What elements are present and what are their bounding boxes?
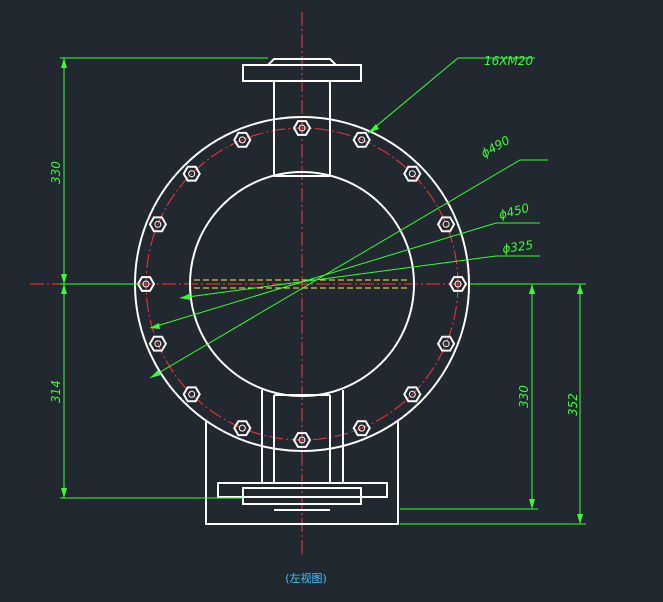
bolt-spec-label: 16XM20	[484, 54, 533, 68]
dia450-leader	[149, 222, 540, 329]
bolt-icon	[182, 386, 201, 403]
bolt-hole	[358, 136, 366, 144]
bolt-hole	[154, 340, 162, 348]
bolt-circle-centerline	[145, 127, 459, 441]
bolt-hex	[403, 165, 422, 182]
bolt-icon	[403, 165, 422, 182]
bolt-hex	[292, 432, 312, 448]
bolt-hex	[233, 420, 252, 437]
bolt-hex	[403, 386, 422, 403]
bolt-icon	[403, 386, 422, 403]
height-top-label: 330	[49, 161, 63, 184]
bolt-icon	[233, 420, 252, 437]
bolt-hex	[436, 335, 456, 352]
bolt-hole	[188, 170, 196, 178]
bolt-hole	[298, 436, 306, 444]
height-right-inner-label: 330	[517, 385, 531, 408]
bolt-group	[136, 120, 468, 448]
dia490-label: ϕ490	[479, 133, 513, 161]
bolt-icon	[292, 432, 312, 448]
support-frame	[205, 420, 399, 525]
valve-body	[134, 58, 470, 525]
bolt-hex	[233, 131, 252, 148]
bolt-hex	[448, 276, 468, 292]
bolt-icon	[352, 131, 371, 148]
bolt-icon	[352, 420, 371, 437]
bolt-hole	[188, 390, 196, 398]
dia490-leader	[149, 159, 548, 379]
height-bottom-left-label: 314	[49, 380, 63, 403]
bolt-hole	[358, 424, 366, 432]
dia325-leader	[179, 255, 540, 299]
top-flange	[242, 64, 362, 82]
bolt-hex	[182, 165, 201, 182]
bolt-icon	[233, 131, 252, 148]
bolt-hole	[298, 124, 306, 132]
bolt-hex	[292, 120, 312, 136]
bolt-icon	[148, 216, 168, 233]
bolt-hole	[442, 340, 450, 348]
bolt-icon	[436, 335, 456, 352]
bolt-icon	[448, 276, 468, 292]
bolt-hole	[454, 280, 462, 288]
bolt-icon	[182, 165, 201, 182]
bolt-hex	[352, 131, 371, 148]
bolt-hole	[408, 170, 416, 178]
bolt-hex	[352, 420, 371, 437]
bolt-hole	[408, 390, 416, 398]
bolt-icon	[292, 120, 312, 136]
bolt-hex	[436, 216, 456, 233]
bolt-hole	[142, 280, 150, 288]
dia325-label: ϕ325	[501, 238, 533, 256]
top-flange-cap	[267, 58, 337, 66]
bolt-hex	[182, 386, 201, 403]
bottom-flange-wide	[217, 482, 388, 498]
bolt-hole	[238, 136, 246, 144]
bolt-hex	[148, 216, 168, 233]
bolt-icon	[148, 335, 168, 352]
view-caption: (左视图)	[285, 571, 327, 585]
bolt-hole	[154, 220, 162, 228]
arrowheads	[61, 58, 583, 524]
bolt-hole	[238, 424, 246, 432]
dimension-lines	[60, 57, 586, 525]
bolt-hole	[442, 220, 450, 228]
height-right-outer-label: 352	[566, 393, 580, 416]
dia450-label: ϕ450	[497, 201, 531, 222]
bolt-hex	[148, 335, 168, 352]
bolt-spec-leader	[367, 57, 535, 134]
bolt-icon	[436, 216, 456, 233]
